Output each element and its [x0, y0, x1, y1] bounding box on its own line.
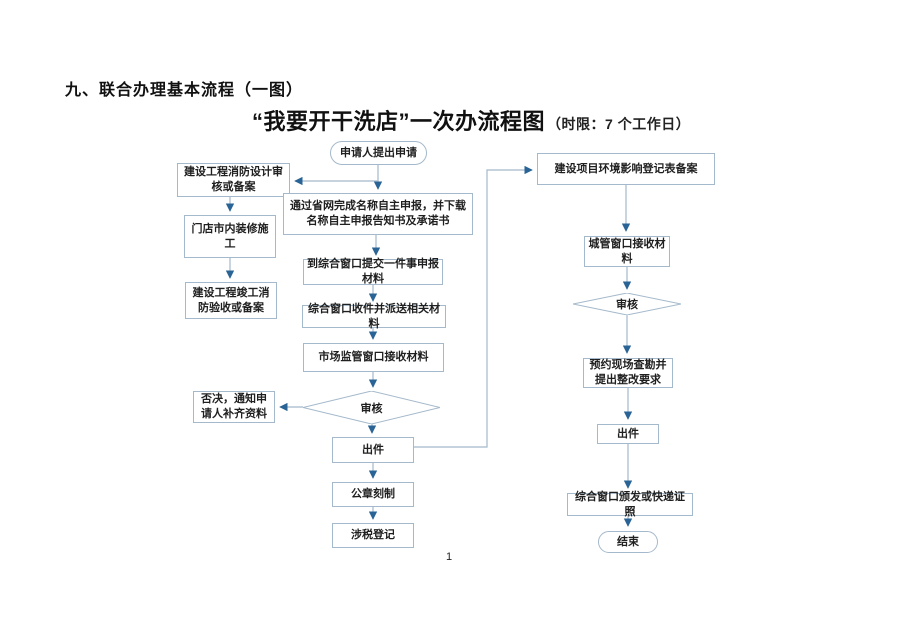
flow-node-fire-completion-acceptance: 建设工程竣工消防验收或备案: [185, 282, 277, 319]
flow-node-review-right-label: 审核: [616, 299, 638, 311]
flow-node-reject-notice: 否决，通知申请人补齐资料: [193, 391, 275, 423]
flow-node-shop-renovation: 门店市内装修施工: [184, 215, 276, 258]
flow-node-license-issuance: 综合窗口颁发或快递证照: [567, 491, 693, 518]
flow-node-end: 结束: [598, 531, 658, 553]
flow-node-review-left: 审核: [303, 391, 440, 424]
flowchart-title-row: “我要开干洗店”一次办流程图 （时限：7 个工作日）: [252, 104, 690, 136]
flow-node-seal-carving: 公章刻制: [332, 482, 414, 507]
flowchart-title-note: （时限：7 个工作日）: [547, 116, 691, 132]
flow-node-env-impact-registration: 建设项目环境影响登记表备案: [537, 153, 715, 185]
flow-node-chengguan-window: 城管窗口接收材料: [584, 236, 670, 267]
flow-node-site-survey: 预约现场查勘并提出整改要求: [583, 358, 673, 388]
flow-node-review-right: 审核: [573, 293, 681, 315]
flow-node-issue-left: 出件: [332, 437, 414, 463]
flow-node-tax-registration: 涉税登记: [332, 523, 414, 548]
page-number: 1: [445, 551, 453, 563]
flow-node-online-name-declaration: 通过省网完成名称自主申报，并下载名称自主申报告知书及承诺书: [283, 193, 473, 235]
flow-node-receive-and-dispatch: 综合窗口收件并派送相关材料: [302, 303, 446, 330]
flowchart-title: “我要开干洗店”一次办流程图: [252, 109, 546, 134]
flow-node-fire-design-review: 建设工程消防设计审核或备案: [177, 163, 290, 197]
connector-issue-to-env: [414, 165, 533, 448]
flow-node-review-left-label: 审核: [360, 402, 383, 415]
flow-node-market-supervision-window: 市场监管窗口接收材料: [303, 343, 444, 372]
flow-node-start: 申请人提出申请: [330, 141, 427, 165]
flow-node-submit-materials: 到综合窗口提交一件事申报材料: [303, 258, 443, 285]
section-heading: 九、联合办理基本流程（一图）: [65, 82, 304, 99]
flow-node-issue-right: 出件: [597, 424, 659, 444]
